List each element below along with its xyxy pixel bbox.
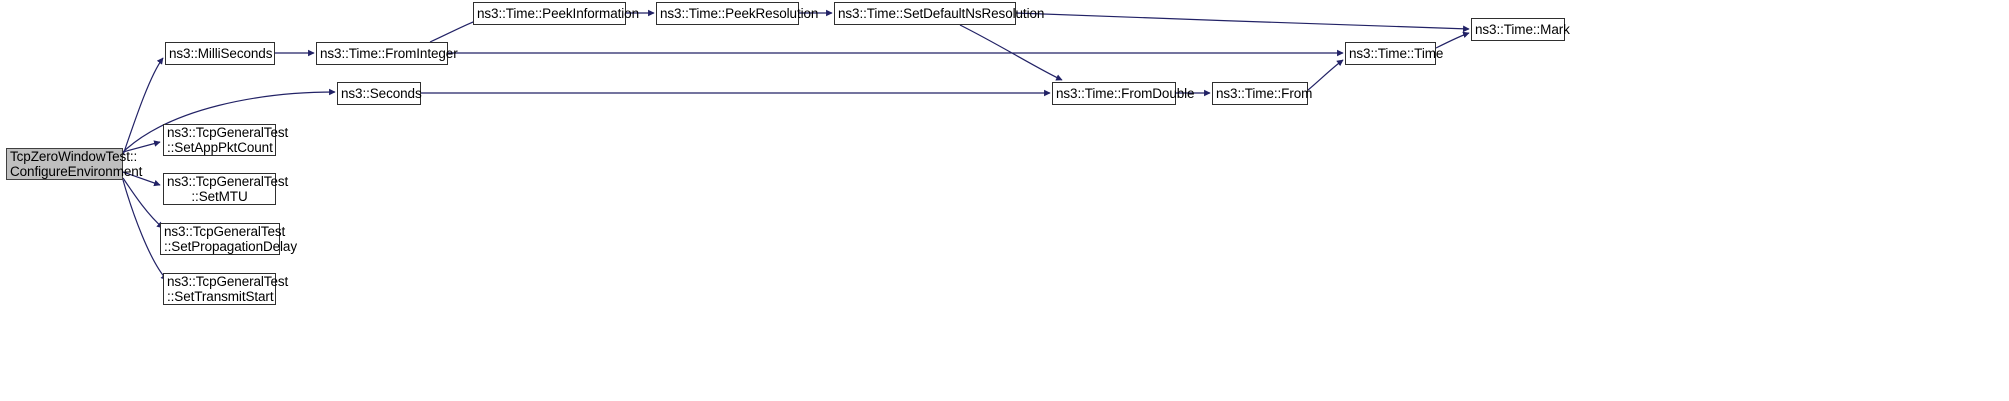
graph-node-label: ns3::Time::FromDouble bbox=[1056, 86, 1195, 101]
graph-node-label: ns3::Time::From bbox=[1216, 86, 1313, 101]
graph-node-n0[interactable]: TcpZeroWindowTest:: ConfigureEnvironment bbox=[6, 148, 143, 180]
graph-node-n9[interactable]: ns3::Time::PeekResolution bbox=[656, 2, 819, 25]
graph-node-n8[interactable]: ns3::Time::PeekInformation bbox=[473, 2, 639, 25]
graph-node-n12[interactable]: ns3::Time::From bbox=[1212, 82, 1313, 105]
graph-node-n7[interactable]: ns3::TcpGeneralTest ::SetTransmitStart bbox=[163, 273, 289, 305]
graph-edge-n10-to-n11 bbox=[959, 24, 1063, 81]
graph-node-n11[interactable]: ns3::Time::FromDouble bbox=[1052, 82, 1195, 105]
graph-edge-n10-to-n14 bbox=[1015, 12, 1470, 33]
graph-edge-n0-to-n1 bbox=[122, 57, 164, 156]
graph-node-label: ns3::Time::PeekInformation bbox=[477, 6, 639, 21]
graph-node-n2[interactable]: ns3::Time::FromInteger bbox=[316, 42, 458, 65]
graph-node-n13[interactable]: ns3::Time::Time bbox=[1345, 42, 1444, 65]
graph-edge-n12-to-n13 bbox=[1307, 59, 1344, 91]
graph-node-label: ns3::Time::Mark bbox=[1475, 22, 1570, 37]
graph-node-n10[interactable]: ns3::Time::SetDefaultNsResolution bbox=[834, 2, 1045, 25]
graph-node-label: ns3::Time::Time bbox=[1349, 46, 1444, 61]
graph-node-label: TcpZeroWindowTest:: ConfigureEnvironment bbox=[10, 149, 143, 179]
graph-node-label: ns3::MilliSeconds bbox=[169, 46, 273, 61]
graph-node-label: ns3::TcpGeneralTest ::SetTransmitStart bbox=[167, 274, 289, 304]
graph-node-label: ns3::Time::SetDefaultNsResolution bbox=[838, 6, 1045, 21]
graph-node-label: ns3::TcpGeneralTest ::SetAppPktCount bbox=[167, 125, 289, 155]
graph-node-label: ns3::Time::PeekResolution bbox=[660, 6, 819, 21]
graph-node-label: ns3::Seconds bbox=[341, 86, 422, 101]
graph-edge-n0-to-n6 bbox=[122, 177, 164, 229]
graph-node-label: ns3::TcpGeneralTest ::SetPropagationDela… bbox=[164, 224, 297, 254]
graph-node-n1[interactable]: ns3::MilliSeconds bbox=[165, 42, 275, 65]
graph-node-n3[interactable]: ns3::Seconds bbox=[337, 82, 422, 105]
graph-node-n14[interactable]: ns3::Time::Mark bbox=[1471, 18, 1570, 41]
graph-node-n4[interactable]: ns3::TcpGeneralTest ::SetAppPktCount bbox=[163, 124, 289, 156]
graph-node-label: ns3::Time::FromInteger bbox=[320, 46, 458, 61]
graph-node-label: ns3::TcpGeneralTest ::SetMTU bbox=[167, 174, 289, 204]
graph-node-n6[interactable]: ns3::TcpGeneralTest ::SetPropagationDela… bbox=[160, 223, 297, 255]
graph-node-n5[interactable]: ns3::TcpGeneralTest ::SetMTU bbox=[163, 173, 289, 205]
